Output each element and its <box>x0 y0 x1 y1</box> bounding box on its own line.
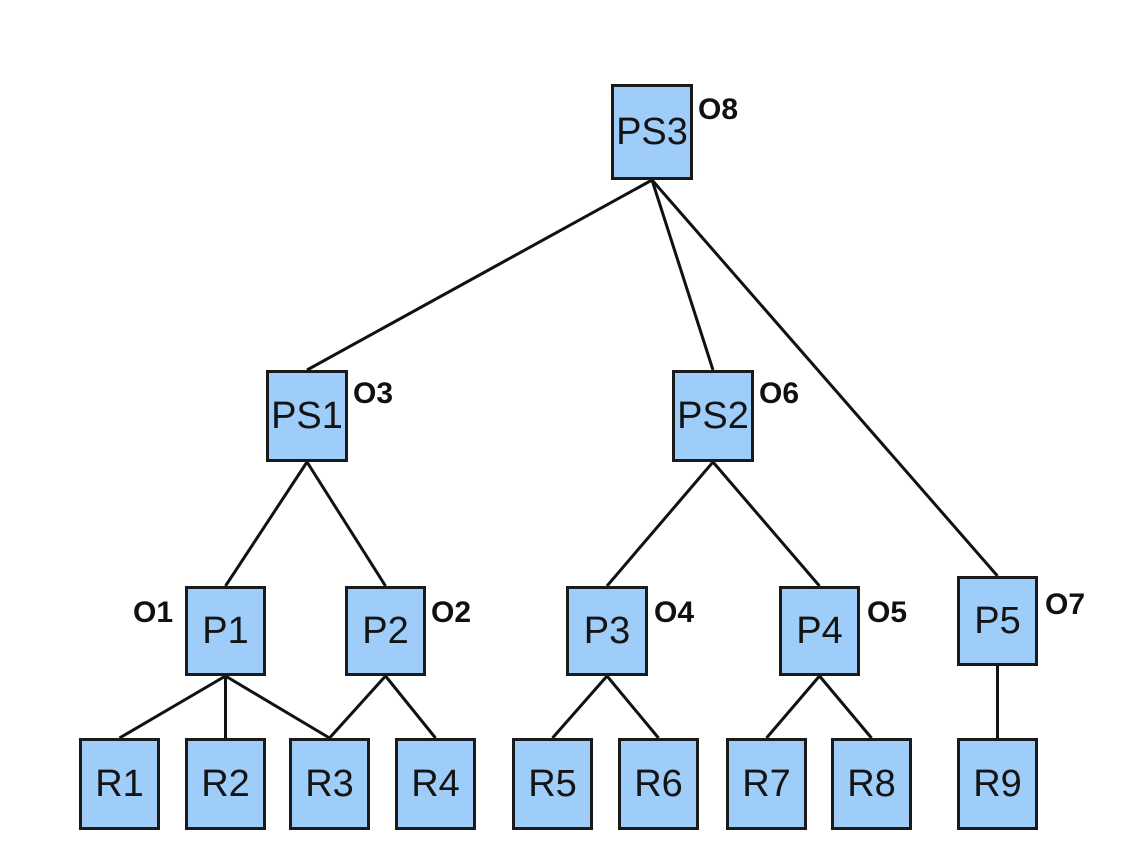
edge-p2-to-r4 <box>384 675 437 739</box>
edge-p4-to-r8 <box>818 675 873 739</box>
edge-p3-to-r5 <box>551 675 609 739</box>
node-label-p4: P4 <box>796 610 843 652</box>
node-ps3[interactable]: PS3 <box>611 84 693 180</box>
node-label-r9: R9 <box>973 763 1022 805</box>
node-label-r1: R1 <box>95 763 144 805</box>
node-label-p1: P1 <box>202 610 249 652</box>
node-ps1[interactable]: PS1 <box>266 370 348 462</box>
node-p1[interactable]: P1 <box>185 586 266 676</box>
node-label-p2: P2 <box>362 610 409 652</box>
node-label-p3: P3 <box>583 610 631 652</box>
node-label-p5: P5 <box>974 600 1021 642</box>
node-tag-o4: O4 <box>654 596 695 629</box>
edge-ps2-to-p3 <box>605 461 715 587</box>
node-label-r6: R6 <box>634 763 683 805</box>
edge-p2-to-r3 <box>328 674 387 740</box>
node-tag-o2: O2 <box>431 596 472 629</box>
node-r7[interactable]: R7 <box>726 738 807 830</box>
node-tag-o8: O8 <box>698 93 739 126</box>
edge-p1-to-r1 <box>118 674 227 740</box>
node-label-r8: R8 <box>847 763 896 805</box>
node-r3[interactable]: R3 <box>289 738 370 830</box>
edge-p3-to-r6 <box>605 675 660 739</box>
node-tag-o7: O7 <box>1045 588 1086 621</box>
node-tag-o1: O1 <box>133 596 174 629</box>
node-p4[interactable]: P4 <box>779 586 860 676</box>
node-r4[interactable]: R4 <box>395 738 476 830</box>
node-label-ps2: PS2 <box>677 395 749 437</box>
node-tag-o5: O5 <box>867 596 908 629</box>
node-label-r4: R4 <box>411 763 460 805</box>
node-label-r3: R3 <box>305 763 354 805</box>
node-r2[interactable]: R2 <box>185 738 266 830</box>
node-label-r2: R2 <box>201 763 250 805</box>
node-tag-o6: O6 <box>759 377 800 410</box>
edge-ps1-to-p2 <box>305 461 387 587</box>
edge-p1-to-r3 <box>224 674 331 740</box>
node-label-r7: R7 <box>742 763 791 805</box>
edge-ps1-to-p1 <box>224 461 309 587</box>
node-r5[interactable]: R5 <box>512 738 593 830</box>
edge-ps3-to-ps2 <box>650 179 715 371</box>
node-r9[interactable]: R9 <box>957 738 1038 830</box>
node-r6[interactable]: R6 <box>618 738 699 830</box>
edge-ps2-to-p4 <box>711 461 821 587</box>
node-tag-o3: O3 <box>353 377 394 410</box>
node-ps2[interactable]: PS2 <box>672 370 754 462</box>
node-r8[interactable]: R8 <box>831 738 912 830</box>
node-p3[interactable]: P3 <box>566 586 648 676</box>
node-p5[interactable]: P5 <box>957 576 1038 666</box>
node-p2[interactable]: P2 <box>345 586 426 676</box>
node-label-ps1: PS1 <box>271 395 343 437</box>
edge-p4-to-r7 <box>765 675 821 739</box>
node-label-ps3: PS3 <box>616 111 688 153</box>
edge-ps3-to-ps1 <box>306 178 653 372</box>
node-r1[interactable]: R1 <box>79 738 160 830</box>
node-label-r5: R5 <box>528 763 577 805</box>
